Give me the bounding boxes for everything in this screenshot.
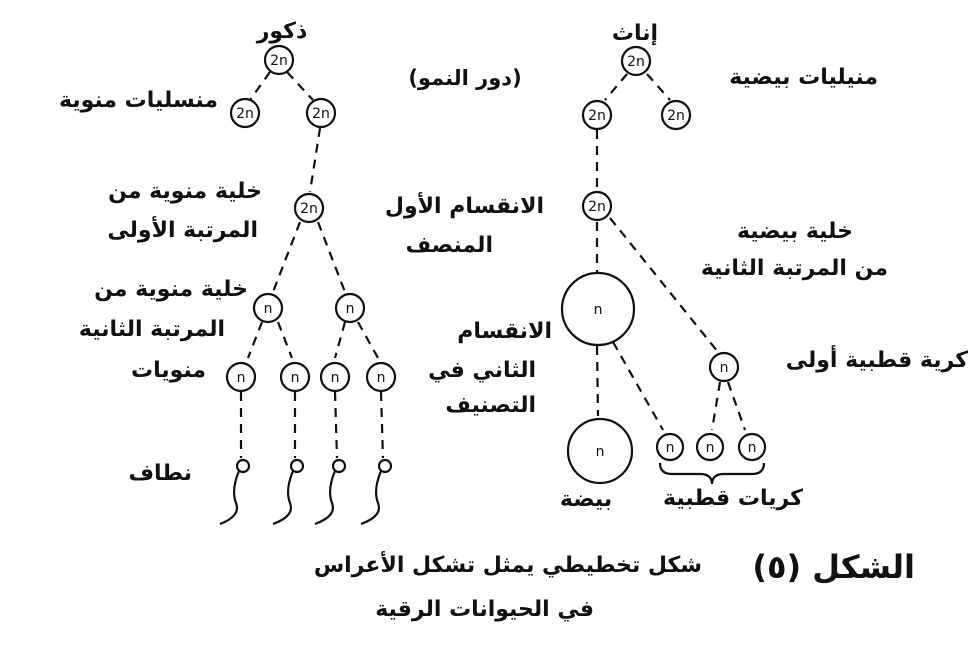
primary-spermatocyte-label-2: المرتبة الأولى xyxy=(107,215,258,243)
secondary-spermatocyte-node-left: n xyxy=(252,292,284,324)
svg-text:2n: 2n xyxy=(236,106,254,122)
male-connectors xyxy=(239,71,385,459)
female-labels: إناث (دور النمو) منيليات بيضية الانقسام … xyxy=(385,21,968,512)
svg-text:2n: 2n xyxy=(270,53,288,69)
spermatid-node-1: n xyxy=(225,361,257,393)
svg-text:n: n xyxy=(291,370,300,386)
svg-text:2n: 2n xyxy=(300,201,318,217)
secondary-spermatocyte-node-right: n xyxy=(334,292,366,324)
caption-line-1: شكل تخطيطي يمثل تشكل الأعراس xyxy=(314,550,702,578)
sperm-icon-3 xyxy=(314,458,347,526)
sperm-label: نطاف xyxy=(128,461,192,486)
polar-bodies-label: كريات قطبية xyxy=(663,486,803,511)
male-nodes: 2n 2n 2n 2n n n n n n n xyxy=(225,44,397,393)
svg-text:n: n xyxy=(706,440,715,456)
secondary-oocyte-label-1: خلية بيضية xyxy=(737,219,853,244)
svg-text:2n: 2n xyxy=(667,108,685,124)
sperm-cells xyxy=(219,458,393,526)
svg-text:n: n xyxy=(377,370,386,386)
ovum-label: بيضة xyxy=(560,487,612,512)
spermatid-node-4: n xyxy=(365,361,397,393)
svg-text:n: n xyxy=(666,440,675,456)
figure-caption: الشكل (٥) شكل تخطيطي يمثل تشكل الأعراس ف… xyxy=(314,548,915,622)
spermatogonia-label: منسليات منوية xyxy=(59,88,218,113)
svg-text:n: n xyxy=(346,301,355,317)
svg-text:2n: 2n xyxy=(312,106,330,122)
svg-text:n: n xyxy=(331,370,340,386)
second-meiosis-label-1: الانقسام xyxy=(457,319,552,344)
primary-spermatocyte-node: 2n xyxy=(293,192,325,224)
svg-text:2n: 2n xyxy=(588,108,606,124)
primary-oocyte-node: 2n xyxy=(581,190,613,222)
spermatogonium-node-left: 2n xyxy=(229,97,261,129)
first-polar-body-label: كرية قطبية أولى xyxy=(786,344,968,373)
spermatid-node-2: n xyxy=(279,361,311,393)
first-meiosis-label-2: المنصف xyxy=(406,233,493,258)
polar-body-node-3: n xyxy=(737,432,767,462)
svg-text:n: n xyxy=(594,302,603,318)
secondary-spermatocyte-label-2: المرتبة الثانية xyxy=(79,317,225,342)
primary-spermatocyte-label-1: خلية منوية من xyxy=(108,179,262,204)
svg-text:n: n xyxy=(237,370,246,386)
second-meiosis-label-3: التصنيف xyxy=(445,393,536,418)
caption-line-2: في الحيوانات الرقية xyxy=(375,597,594,622)
sperm-icon-2 xyxy=(272,458,305,526)
sperm-icon-4 xyxy=(360,458,393,526)
sperm-icon-1 xyxy=(219,458,251,526)
female-connectors xyxy=(595,73,747,431)
growth-phase-label: (دور النمو) xyxy=(408,66,521,90)
females-header: إناث xyxy=(612,21,658,46)
spermatid-node-3: n xyxy=(319,361,351,393)
male-labels: ذكور منسليات منوية خلية منوية من المرتبة… xyxy=(59,19,307,486)
svg-text:2n: 2n xyxy=(588,199,606,215)
secondary-oocyte-node: n xyxy=(560,271,636,347)
polar-body-node-2: n xyxy=(695,432,725,462)
oogonia-label: منيليات بيضية xyxy=(729,65,878,90)
males-header: ذكور xyxy=(256,19,308,44)
spermatids-label: منويات xyxy=(131,358,206,383)
oogonium-node-left: 2n xyxy=(581,99,613,131)
secondary-spermatocyte-label-1: خلية منوية من xyxy=(94,277,248,302)
male-zygote-node: 2n xyxy=(263,44,295,76)
polar-body-node-1: n xyxy=(655,432,685,462)
first-polar-body-node: n xyxy=(708,351,740,383)
female-zygote-node: 2n xyxy=(620,45,652,77)
spermatogonium-node-right: 2n xyxy=(305,97,337,129)
ovum-node: n xyxy=(566,417,634,485)
secondary-oocyte-label-2: من المرتبة الثانية xyxy=(701,256,888,281)
first-meiosis-label-1: الانقسام الأول xyxy=(385,191,544,219)
svg-text:2n: 2n xyxy=(627,54,645,70)
female-nodes: 2n 2n 2n 2n n n n n n n xyxy=(560,45,767,485)
svg-text:n: n xyxy=(720,360,729,376)
figure-number: الشكل (٥) xyxy=(752,548,915,586)
oogonium-node-right: 2n xyxy=(660,99,692,131)
svg-text:n: n xyxy=(596,444,605,460)
svg-text:n: n xyxy=(264,301,273,317)
second-meiosis-label-2: الثاني في xyxy=(428,358,536,383)
svg-text:n: n xyxy=(748,440,757,456)
polar-bodies-brace xyxy=(658,462,766,485)
